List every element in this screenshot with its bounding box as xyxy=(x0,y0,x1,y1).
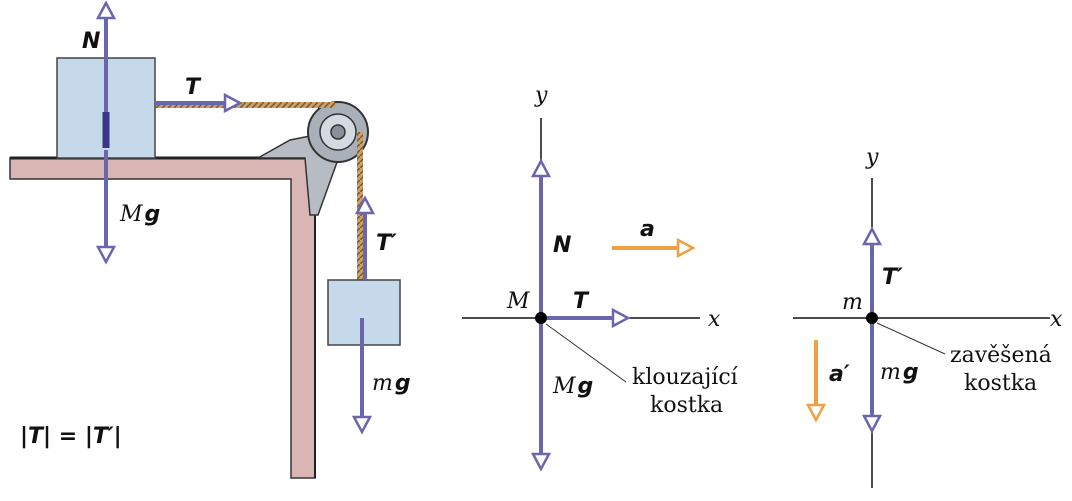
axis-y-sliding: y xyxy=(534,83,548,108)
fbd-label-a: a xyxy=(640,217,655,242)
caption-sliding-2: kostka xyxy=(650,393,723,418)
label-M-point: M xyxy=(506,289,530,314)
fbd-hanging-axes xyxy=(793,178,1050,488)
caption-sliding-1: klouzající xyxy=(632,365,739,390)
fbd-label-N: N xyxy=(553,233,571,258)
axis-y-hanging: y xyxy=(865,145,879,170)
fbd-a-prime-vector xyxy=(805,340,827,423)
axis-x-sliding: x xyxy=(708,307,721,332)
point-M xyxy=(535,312,547,324)
leader-sliding xyxy=(545,323,627,383)
fbd-T-prime-vector xyxy=(861,226,883,318)
fbd-label-a-prime: a′ xyxy=(829,362,850,387)
point-m xyxy=(866,312,878,324)
fbd-N-vector xyxy=(530,158,552,318)
fbd-T-vector xyxy=(541,307,631,329)
label-T-prime-left: T′ xyxy=(376,231,397,256)
caption-hanging-1: zavěšená xyxy=(950,343,1052,368)
tension-vector-T-prime xyxy=(354,195,376,280)
fbd-label-T-prime: T′ xyxy=(882,265,903,290)
weight-vector-M xyxy=(95,150,117,265)
tension-vector-T xyxy=(155,92,243,114)
leader-hanging xyxy=(876,322,946,355)
caption-hanging-2: kostka xyxy=(964,371,1037,396)
fbd-a-vector xyxy=(612,237,696,259)
fbd-label-Mg: Mg xyxy=(552,374,593,399)
fbd-label-T: T xyxy=(573,289,590,314)
weight-vector-m xyxy=(351,318,373,435)
label-T-left: T xyxy=(185,75,202,100)
fbd-label-mg: mg xyxy=(880,360,919,385)
fbd-mg-vector xyxy=(861,318,883,434)
axis-x-hanging: x xyxy=(1050,307,1063,332)
normal-force-vector xyxy=(95,0,117,148)
label-mg-left: mg xyxy=(372,371,411,396)
pulley-wheel xyxy=(307,101,369,163)
label-Mg-left: Mg xyxy=(119,202,160,227)
tension-equality: |T| = |T′| xyxy=(20,424,122,449)
label-N: N xyxy=(82,29,100,54)
fbd-Mg-vector xyxy=(530,318,552,472)
label-m-point: m xyxy=(842,290,863,315)
